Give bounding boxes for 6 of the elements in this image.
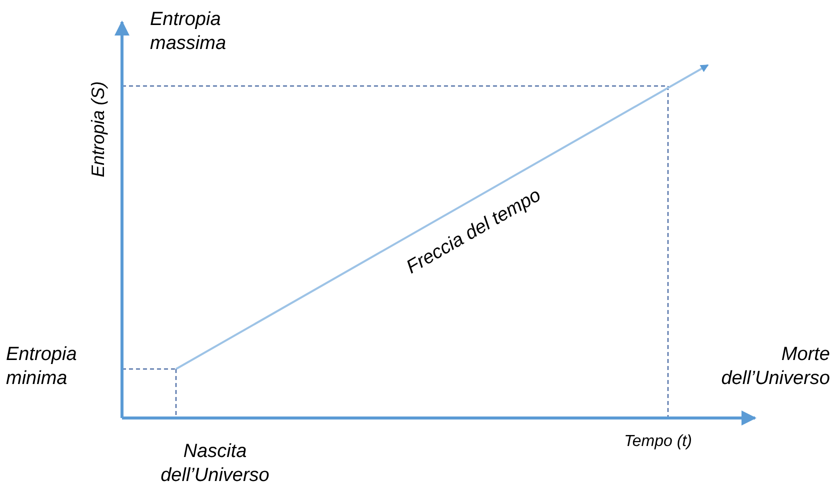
axis-title: Tempo (t) xyxy=(623,432,693,452)
axis-label: Nascita dell’Universo xyxy=(160,440,270,488)
axis-label: Entropia minima xyxy=(6,343,78,390)
axis-label: Entropia massima xyxy=(150,8,228,56)
axis-title: Entropia (S) xyxy=(86,80,109,180)
axis-label: Morte dell’Universo xyxy=(720,343,830,390)
